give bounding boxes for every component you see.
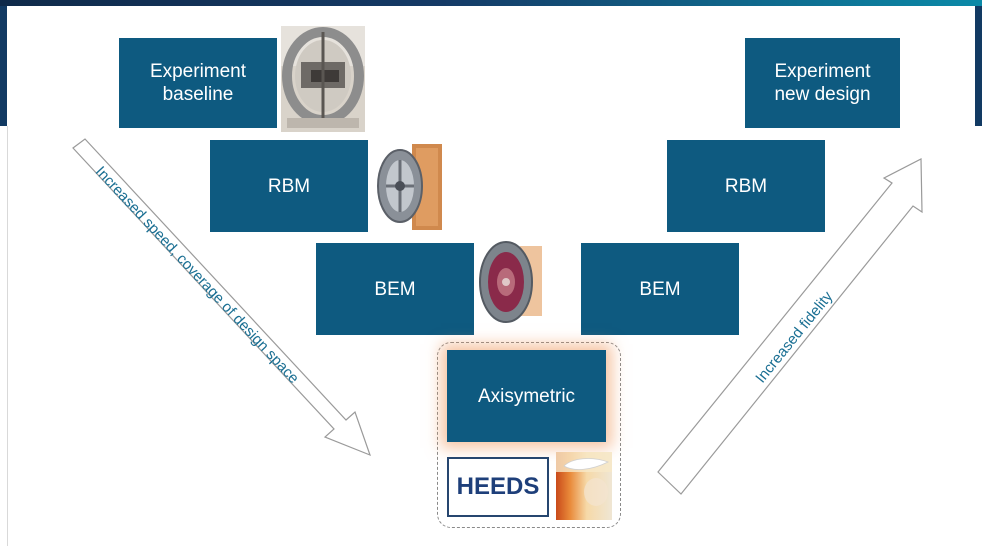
axisymmetric-group-outline bbox=[437, 342, 621, 528]
heeds-logo: HEEDS bbox=[447, 457, 549, 517]
bem-right-box: BEM bbox=[581, 243, 739, 335]
experiment-rotor-photo bbox=[281, 26, 365, 132]
rbm-right-box: RBM bbox=[667, 140, 825, 232]
right-accent-bar bbox=[975, 6, 982, 126]
experiment-baseline-box: Experiment baseline bbox=[119, 38, 277, 128]
heeds-logo-text: HEEDS bbox=[456, 473, 540, 500]
left-accent-bar bbox=[0, 6, 7, 126]
rbm-left-box: RBM bbox=[210, 140, 368, 232]
rbm-rotor-render bbox=[377, 144, 442, 230]
axisymmetric-box: Axisymetric bbox=[447, 350, 606, 442]
top-banner bbox=[0, 0, 982, 6]
cfd-contour-image bbox=[556, 452, 612, 520]
experiment-new-design-box: Experiment new design bbox=[745, 38, 900, 128]
bem-left-box: BEM bbox=[316, 243, 474, 335]
bem-rotor-render bbox=[479, 241, 542, 323]
left-divider bbox=[7, 126, 8, 546]
